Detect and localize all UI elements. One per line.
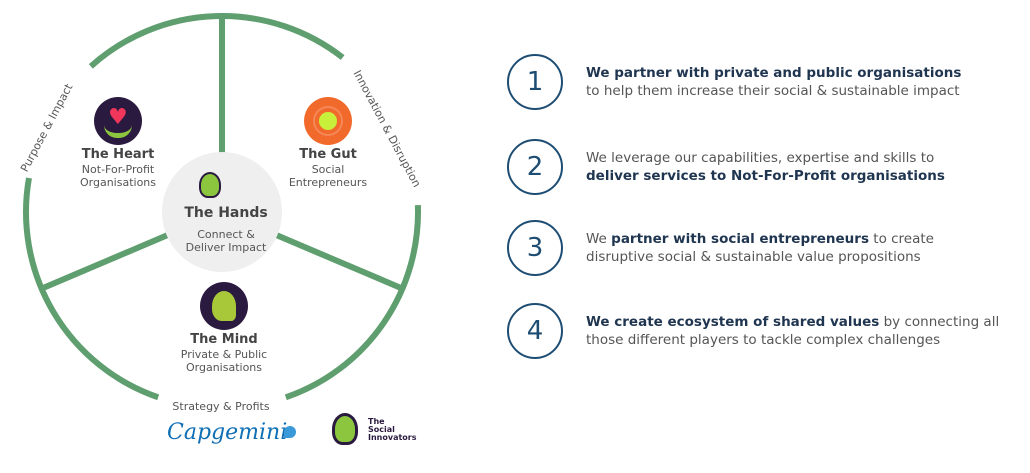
capgemini-spade-icon: [284, 426, 296, 438]
social-innovators-small-logo: [199, 172, 221, 198]
ring-arc: [88, 13, 345, 69]
heart-title: The Heart: [81, 147, 155, 162]
step-plain: We leverage our capabilities, expertise …: [586, 150, 935, 166]
step-bold: We create ecosystem of shared values: [586, 314, 880, 330]
step-bold: partner with social entrepreneurs: [611, 231, 869, 247]
step-plain: to create disruptive social & sustainabl…: [586, 231, 934, 265]
hub-circle: [162, 152, 282, 272]
logo-line: Social: [368, 425, 395, 434]
hands-sub: Deliver Impact: [185, 241, 267, 254]
gut-title: The Gut: [299, 147, 357, 162]
hands-title: The Hands: [184, 205, 268, 221]
step-bold: We partner with private and public organ…: [586, 65, 962, 81]
social-innovators-logo-text: The Social Innovators: [368, 418, 417, 442]
sun-icon: [304, 97, 352, 145]
step-plain: We: [586, 231, 612, 247]
step-number: 4: [507, 303, 563, 359]
mind-title: The Mind: [190, 332, 258, 347]
mind-sub: Private & Public: [180, 348, 268, 361]
ring-spoke: [40, 231, 170, 292]
step-number: 3: [507, 220, 563, 276]
logo-line: Innovators: [368, 433, 417, 442]
heart-sub: Organisations: [79, 176, 157, 189]
step-bold: deliver services to Not-For-Profit organ…: [586, 168, 945, 184]
mind-sub: Organisations: [185, 361, 263, 374]
brain-head-icon: [200, 282, 248, 330]
step-text: We partner with social entrepreneurs to …: [586, 230, 936, 266]
logo-line: The: [368, 417, 385, 426]
step-number: 2: [507, 139, 563, 195]
ring-spoke: [274, 231, 404, 292]
step-3: 3 We partner with social entrepreneurs t…: [507, 220, 936, 276]
step-number: 1: [507, 54, 563, 110]
ring-arc: [23, 177, 160, 401]
heart-hands-icon: ♥: [94, 97, 142, 145]
hands-sub: Connect &: [197, 228, 255, 241]
step-text: We leverage our capabilities, expertise …: [586, 149, 946, 185]
step-text: We create ecosystem of shared values by …: [586, 313, 1026, 349]
step-plain: to help them increase their social & sus…: [586, 83, 960, 99]
arc-label-strategy: Strategy & Profits: [172, 400, 270, 413]
step-plain: by connecting all those different player…: [586, 314, 1000, 348]
ring-arc: [284, 205, 421, 401]
step-4: 4 We create ecosystem of shared values b…: [507, 303, 1026, 359]
heart-sub: Not-For-Profit: [81, 163, 155, 176]
gut-sub: Social: [311, 163, 345, 176]
step-1: 1 We partner with private and public org…: [507, 54, 966, 110]
gut-sub: Entrepreneurs: [288, 176, 368, 189]
step-2: 2 We leverage our capabilities, expertis…: [507, 139, 946, 195]
social-innovators-logo-icon: [332, 413, 358, 445]
ecosystem-ring: [23, 13, 421, 401]
step-text: We partner with private and public organ…: [586, 64, 966, 100]
capgemini-logo: Capgemini: [167, 420, 288, 445]
